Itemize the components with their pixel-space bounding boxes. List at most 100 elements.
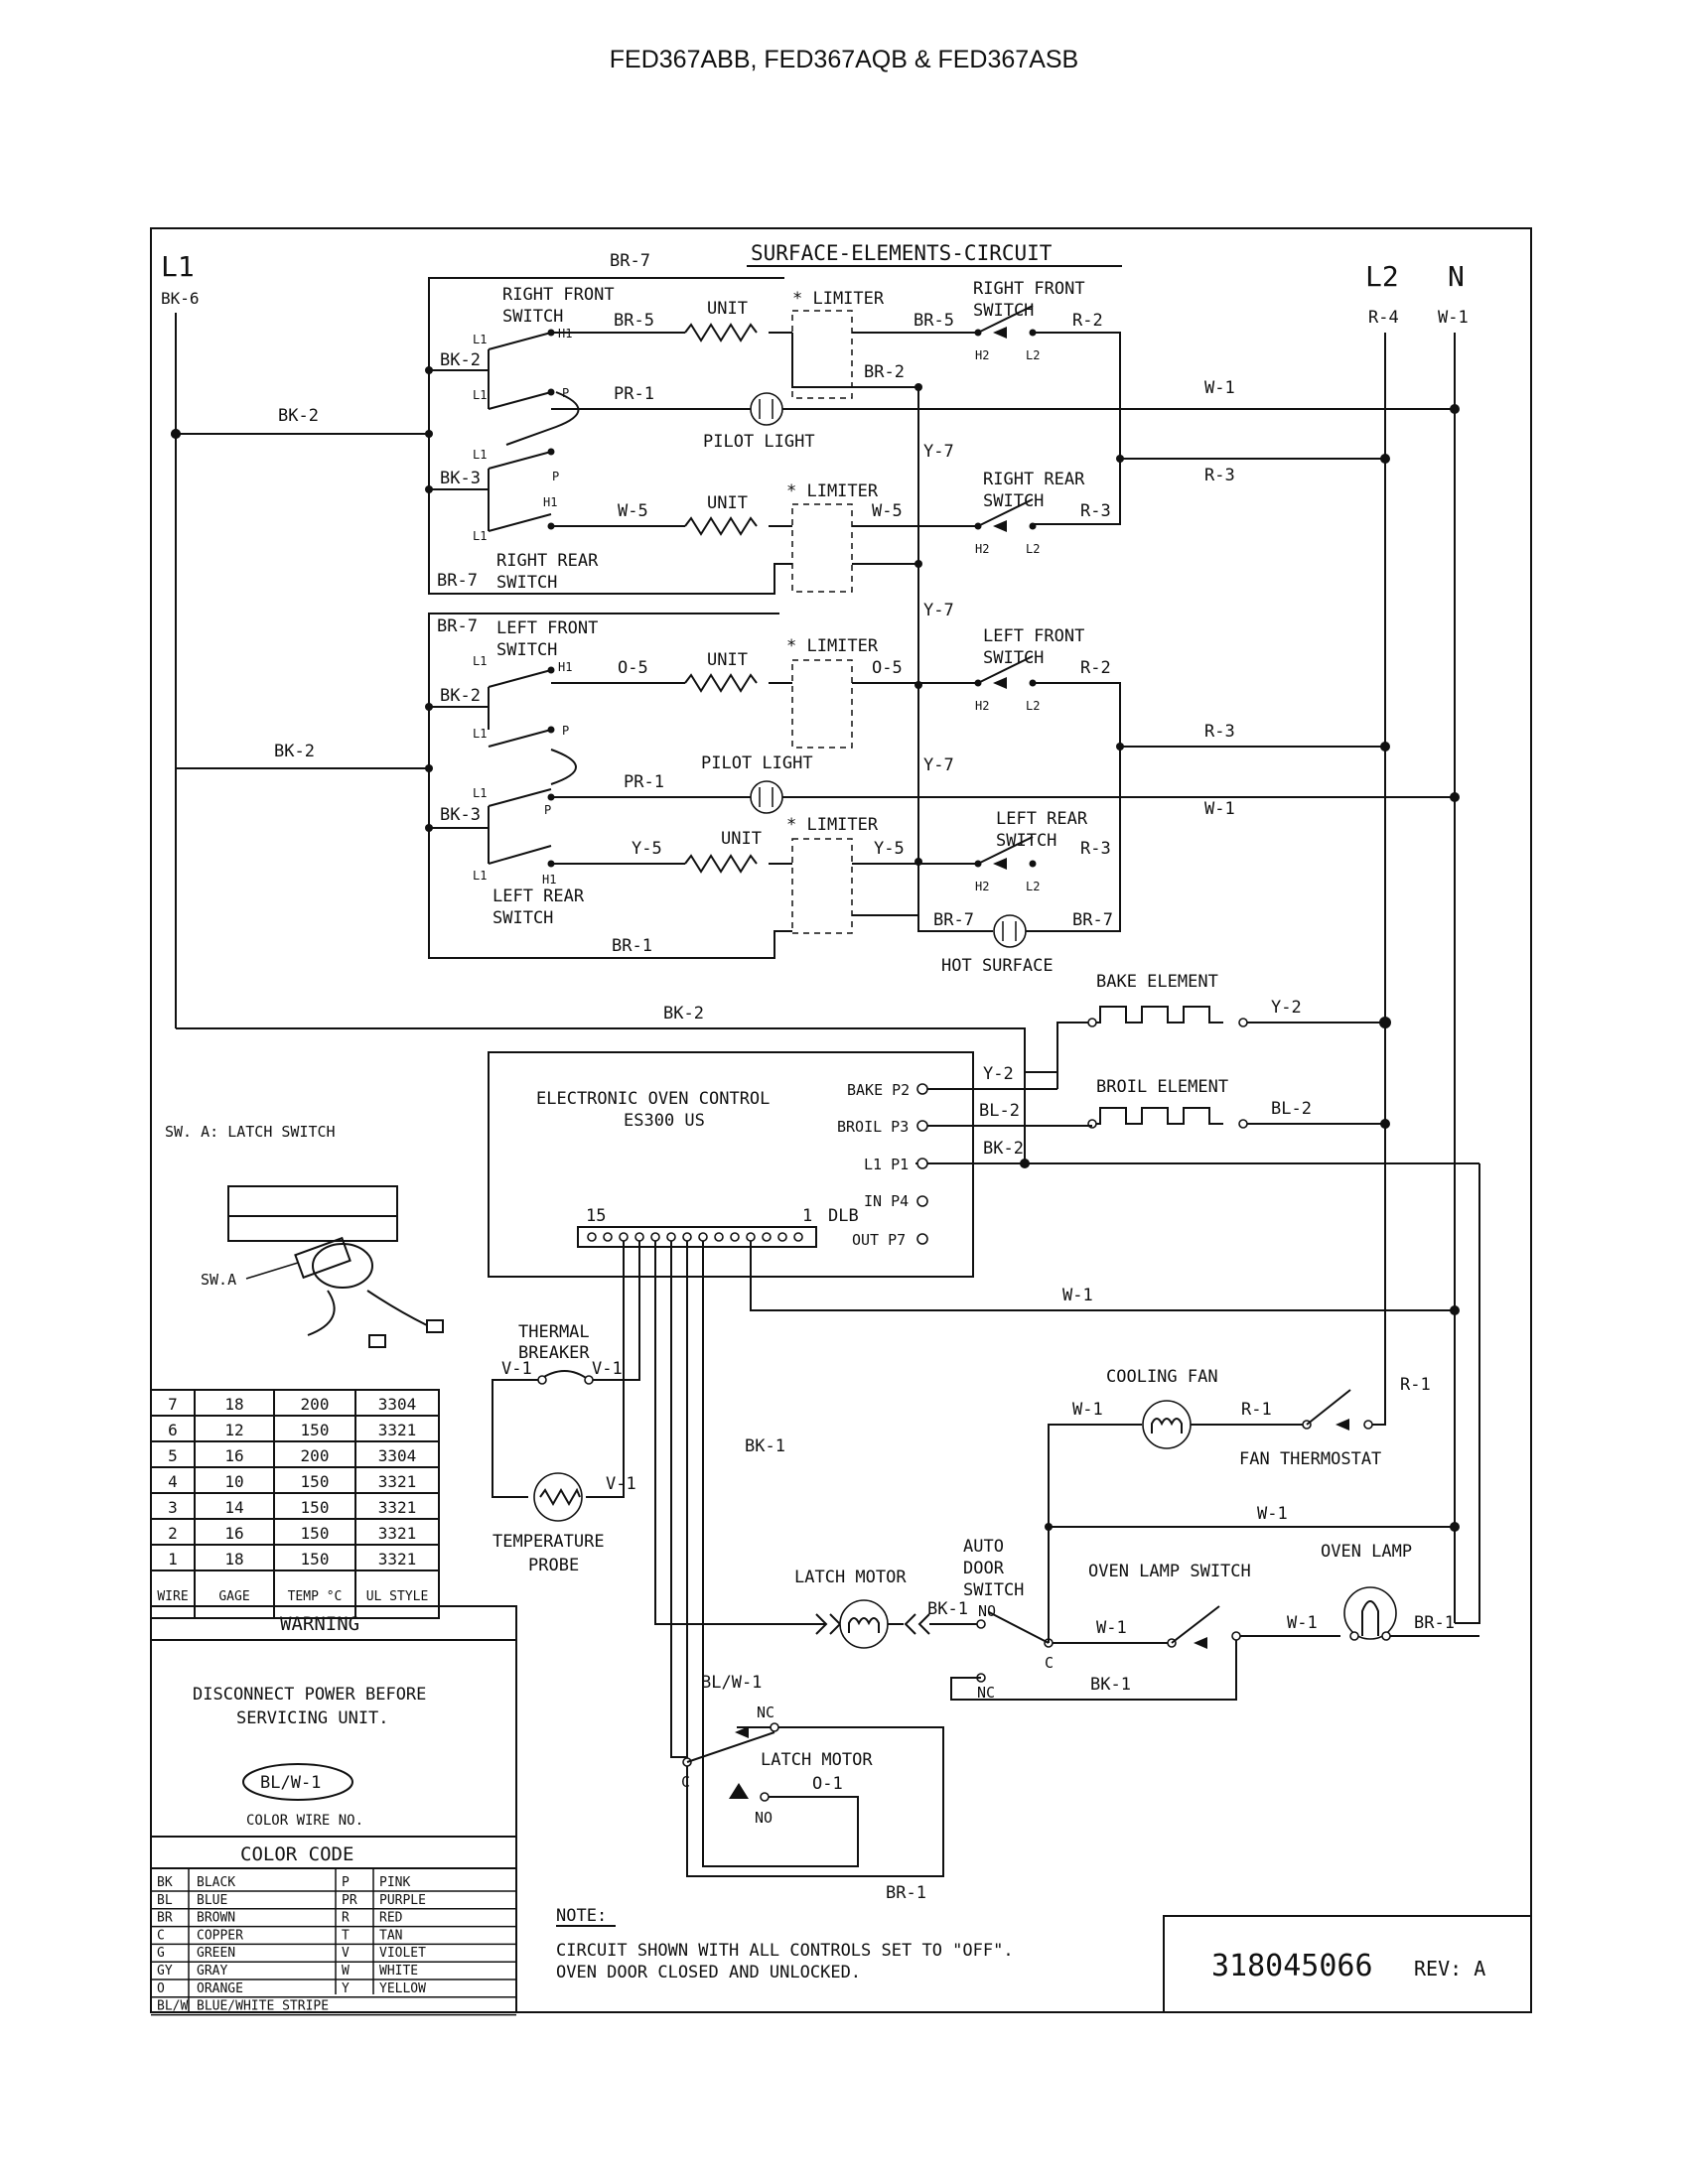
svg-text:P: P <box>552 470 559 483</box>
svg-text:1: 1 <box>802 1206 812 1226</box>
svg-text:H2: H2 <box>975 880 989 893</box>
l2-label: L2 <box>1365 260 1399 293</box>
svg-text:NO: NO <box>978 1602 996 1620</box>
wire-table-cell: 150 <box>301 1498 330 1517</box>
svg-text:SWITCH: SWITCH <box>983 491 1044 511</box>
color-code-cell: Y <box>342 1981 350 1996</box>
svg-text:BK-1: BK-1 <box>1090 1675 1131 1695</box>
note-line1: CIRCUIT SHOWN WITH ALL CONTROLS SET TO "… <box>556 1941 1014 1961</box>
color-code-cell: COPPER <box>197 1928 243 1943</box>
svg-text:L1: L1 <box>473 529 487 543</box>
svg-text:BR-1: BR-1 <box>886 1883 926 1903</box>
svg-text:L1: L1 <box>473 869 487 883</box>
svg-text:OUT P7: OUT P7 <box>852 1231 906 1249</box>
wire-table-cell: 200 <box>301 1395 330 1414</box>
svg-text:SERVICING UNIT.: SERVICING UNIT. <box>236 1708 389 1728</box>
svg-text:L2: L2 <box>1026 880 1040 893</box>
svg-text:SWITCH: SWITCH <box>963 1580 1024 1600</box>
svg-text:H1: H1 <box>558 660 572 674</box>
svg-text:BR-2: BR-2 <box>864 362 905 382</box>
svg-text:AUTO: AUTO <box>963 1537 1004 1557</box>
svg-text:TEMPERATURE: TEMPERATURE <box>492 1532 605 1552</box>
svg-text:PROBE: PROBE <box>528 1556 579 1575</box>
svg-text:IN P4: IN P4 <box>864 1192 909 1210</box>
svg-text:BAKE ELEMENT: BAKE ELEMENT <box>1096 972 1218 992</box>
svg-text:COLOR WIRE NO.: COLOR WIRE NO. <box>246 1813 363 1829</box>
svg-text:Y-2: Y-2 <box>1271 998 1302 1018</box>
svg-text:* LIMITER: * LIMITER <box>786 636 879 656</box>
electronic-oven-control: ELECTRONIC OVEN CONTROL ES300 US BAKE P2… <box>488 1051 974 1278</box>
color-code-cell: BR <box>157 1911 173 1926</box>
svg-text:R-1: R-1 <box>1400 1375 1431 1395</box>
svg-text:SW.A: SW.A <box>201 1271 236 1289</box>
svg-text:PILOT LIGHT: PILOT LIGHT <box>701 753 813 773</box>
color-code-cell: V <box>342 1946 350 1961</box>
svg-text:LEFT REAR: LEFT REAR <box>996 809 1088 829</box>
svg-text:Y-7: Y-7 <box>923 755 954 775</box>
color-code-cell: PR <box>342 1893 357 1908</box>
svg-text:H1: H1 <box>542 873 556 887</box>
svg-text:BK-3: BK-3 <box>440 805 481 825</box>
color-code-cell: ORANGE <box>197 1981 243 1996</box>
svg-text:LEFT FRONT: LEFT FRONT <box>496 618 598 638</box>
svg-text:L2: L2 <box>1026 699 1040 713</box>
svg-text:OVEN LAMP: OVEN LAMP <box>1321 1542 1412 1562</box>
revision: REV: A <box>1414 1957 1485 1980</box>
svg-text:V-1: V-1 <box>501 1359 532 1379</box>
svg-text:BK-2: BK-2 <box>274 742 315 761</box>
svg-text:LEFT FRONT: LEFT FRONT <box>983 626 1084 646</box>
wire-table <box>150 1389 440 1619</box>
svg-text:OVEN LAMP SWITCH: OVEN LAMP SWITCH <box>1088 1562 1251 1581</box>
wire-table-cell: 6 <box>168 1421 178 1439</box>
wire-table-cell: 150 <box>301 1472 330 1491</box>
svg-text:BK-2: BK-2 <box>440 686 481 706</box>
wire-table-cell: 3321 <box>378 1472 417 1491</box>
svg-text:L2: L2 <box>1026 542 1040 556</box>
svg-text:H1: H1 <box>543 495 557 509</box>
svg-text:V-1: V-1 <box>592 1359 623 1379</box>
color-code-cell: C <box>157 1928 165 1943</box>
right-surface-switches: BR-7 BR-7 BK-2 BK-2 BK-3 L1 L1 L1 L1 H1 <box>171 251 1460 595</box>
note-label: NOTE: <box>556 1906 607 1926</box>
color-code-cell: BL <box>157 1893 173 1908</box>
svg-text:RIGHT REAR: RIGHT REAR <box>496 551 599 571</box>
svg-text:R-3: R-3 <box>1204 466 1235 485</box>
color-code-cell: GREEN <box>197 1946 235 1961</box>
wire-table-cell: 5 <box>168 1446 178 1465</box>
svg-text:Y-5: Y-5 <box>632 839 662 859</box>
svg-text:PILOT LIGHT: PILOT LIGHT <box>703 432 815 452</box>
wire-table-cell: 18 <box>224 1395 243 1414</box>
svg-text:R-3: R-3 <box>1080 501 1111 521</box>
wire-table-cell: 10 <box>224 1472 243 1491</box>
svg-text:BK-1: BK-1 <box>745 1436 785 1456</box>
svg-text:LATCH MOTOR: LATCH MOTOR <box>794 1568 907 1587</box>
svg-text:HOT SURFACE: HOT SURFACE <box>941 956 1054 976</box>
svg-text:PR-1: PR-1 <box>614 384 654 404</box>
svg-text:O-5: O-5 <box>618 658 648 678</box>
w1-label: W-1 <box>1438 308 1469 328</box>
svg-text:SWITCH: SWITCH <box>496 640 557 660</box>
color-code-cell: P <box>342 1875 350 1890</box>
svg-text:COLOR CODE: COLOR CODE <box>240 1843 353 1865</box>
warning-box: WARNING DISCONNECT POWER BEFORE SERVICIN… <box>150 1605 517 2013</box>
wire-table-cell: 3304 <box>378 1395 417 1414</box>
color-code-cell: R <box>342 1911 350 1926</box>
svg-text:FAN THERMOSTAT: FAN THERMOSTAT <box>1239 1449 1381 1469</box>
color-code-cell: VIOLET <box>379 1946 426 1961</box>
color-code-cell: GRAY <box>197 1964 227 1979</box>
svg-text:P: P <box>562 724 569 738</box>
svg-text:COOLING FAN: COOLING FAN <box>1106 1367 1218 1387</box>
wire-table-header: WIRE <box>157 1589 188 1604</box>
wire-table-cell: 2 <box>168 1524 178 1543</box>
svg-text:R-1: R-1 <box>1241 1400 1272 1420</box>
wire-table-cell: 3321 <box>378 1524 417 1543</box>
wire-table-cell: 12 <box>224 1421 243 1439</box>
wire-table-cell: 3304 <box>378 1446 417 1465</box>
color-code-cell: BL/W <box>157 1999 188 2014</box>
svg-text:SWITCH: SWITCH <box>496 573 557 593</box>
wire-table-cell: 1 <box>168 1550 178 1569</box>
svg-text:R-2: R-2 <box>1080 658 1111 678</box>
color-code-cell: PURPLE <box>379 1893 426 1908</box>
svg-text:R-2: R-2 <box>1072 311 1103 331</box>
svg-text:W-1: W-1 <box>1204 378 1235 398</box>
